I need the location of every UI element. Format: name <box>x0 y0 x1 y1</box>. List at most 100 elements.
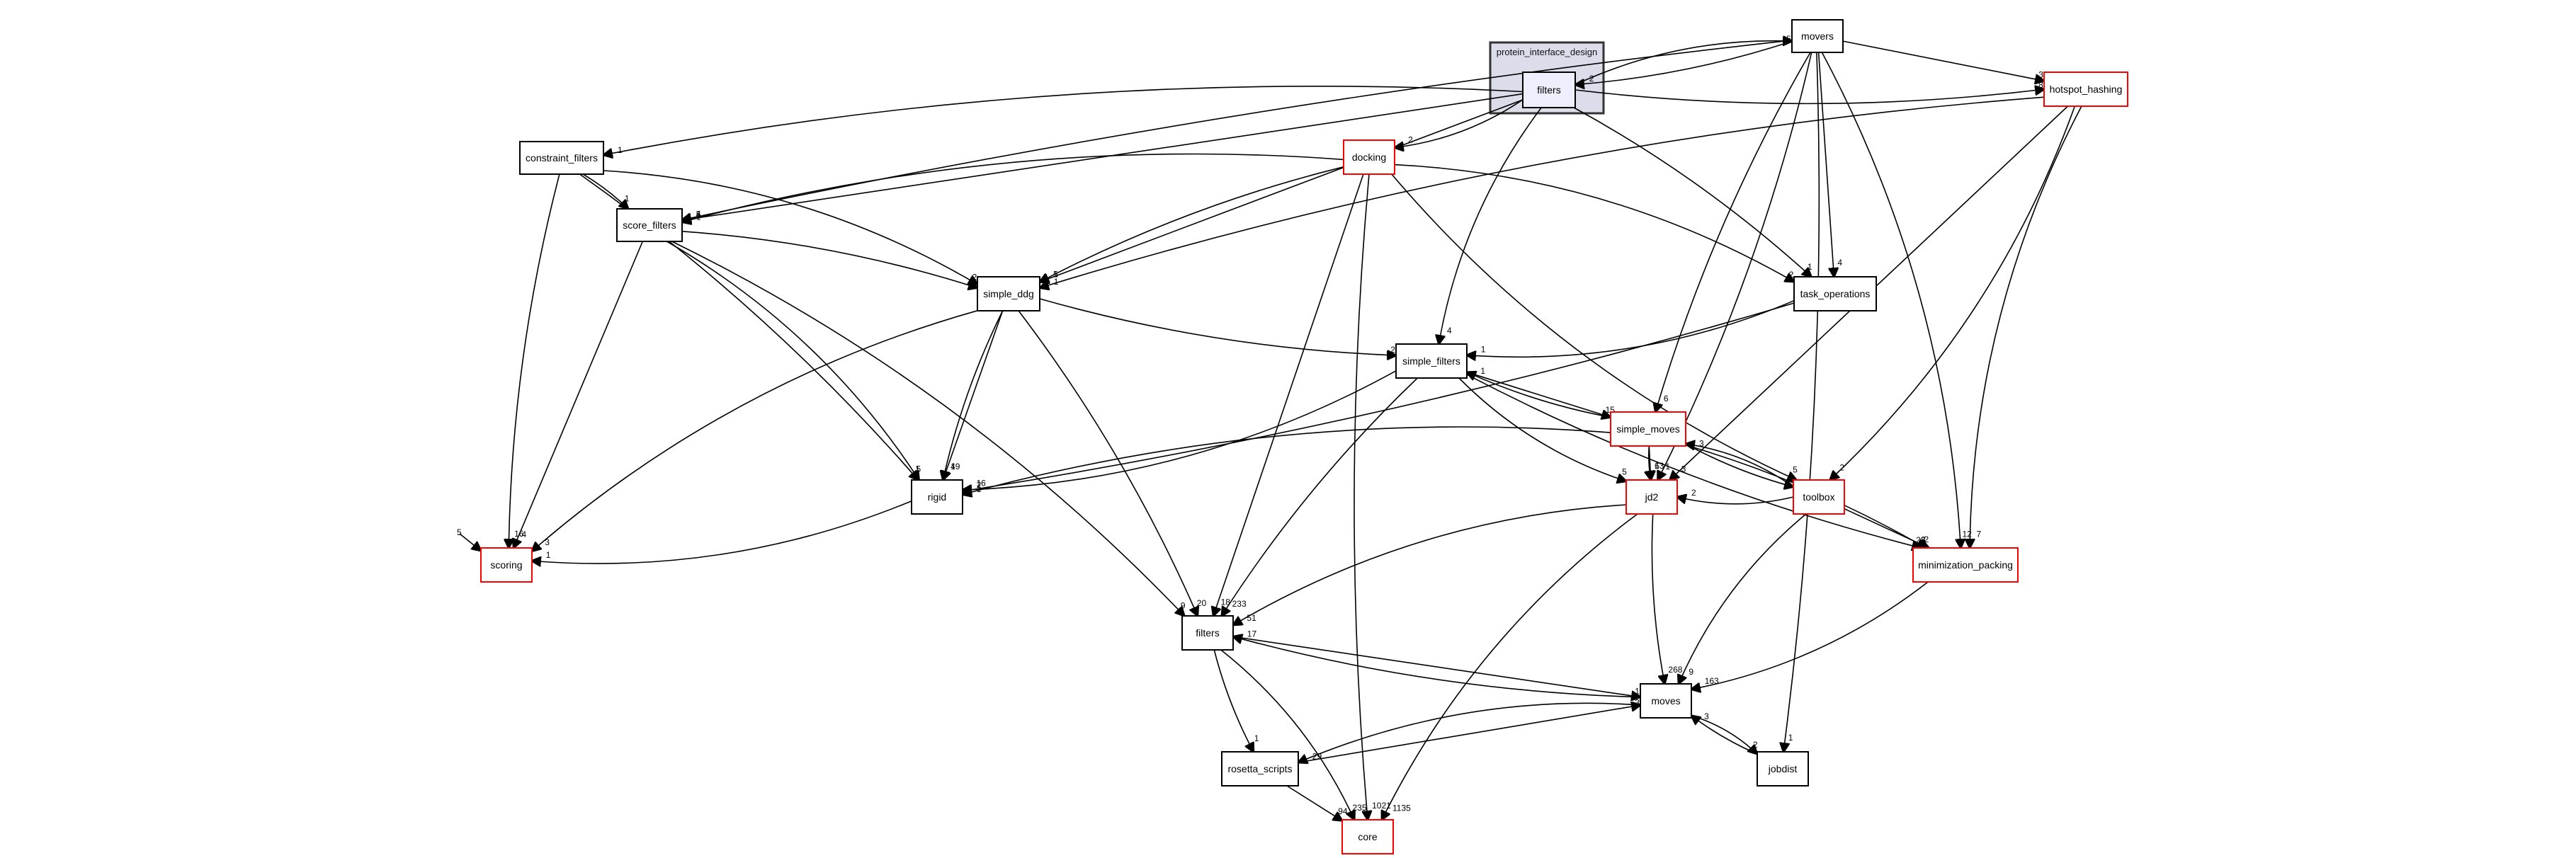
edge-moves-to-rosetta-scripts[interactable] <box>1298 702 1641 762</box>
edge-rosetta-scripts-to-moves[interactable] <box>1298 705 1640 763</box>
edge-filters-pid-to-movers[interactable] <box>1574 41 1792 86</box>
node-box[interactable] <box>480 547 533 583</box>
node-box[interactable] <box>1181 615 1234 651</box>
edge-docking-to-task-operations[interactable] <box>1394 164 1794 282</box>
node-simple-ddg[interactable]: simple_ddg <box>977 276 1040 311</box>
node-hotspot-hashing[interactable]: hotspot_hashing <box>2043 72 2128 107</box>
node-box[interactable] <box>1522 72 1576 108</box>
node-moves[interactable]: moves <box>1640 683 1692 719</box>
node-docking[interactable]: docking <box>1343 139 1395 175</box>
node-box[interactable] <box>977 276 1040 311</box>
edge-docking-to-simple-ddg[interactable] <box>1040 166 1344 282</box>
edge-movers-to-filters-pid[interactable] <box>1575 40 1793 84</box>
node-filters[interactable]: filters <box>1181 615 1234 651</box>
node-box[interactable] <box>1640 683 1692 719</box>
edge-movers-to-score-filters[interactable] <box>682 40 1793 220</box>
node-box[interactable] <box>1793 479 1845 515</box>
node-task-operations[interactable]: task_operations <box>1793 276 1877 311</box>
edge-constraint-filters-to-score-filters[interactable] <box>582 173 628 209</box>
node-box[interactable] <box>2043 72 2128 107</box>
node-movers[interactable]: movers <box>1791 19 1844 53</box>
edge-simple-ddg-to-rigid[interactable] <box>943 310 1004 480</box>
node-box[interactable] <box>1757 751 1809 786</box>
node-box[interactable] <box>1221 751 1299 786</box>
edge-movers-to-jobdist[interactable] <box>1783 52 1820 752</box>
edge-filters-pid-to-simple-ddg[interactable] <box>1040 99 1524 282</box>
node-constraint-filters[interactable]: constraint_filters <box>519 141 604 175</box>
edge-movers-to-task-operations[interactable] <box>1817 52 1834 277</box>
edge-docking-to-score-filters[interactable] <box>682 153 1344 222</box>
edge-moves-to-filters[interactable] <box>1233 636 1641 698</box>
edge-simple-moves-to-simple-filters[interactable] <box>1467 372 1611 418</box>
edge-movers-to-hotspot-hashing[interactable] <box>1842 40 2044 81</box>
edge-filters-pid-to-hotspot-hashing[interactable] <box>1574 89 2044 105</box>
edge-score-filters-to-simple-ddg[interactable] <box>681 231 977 288</box>
edge-filters-pid-to-score-filters[interactable] <box>682 93 1524 221</box>
edge-simple-filters-to-rigid[interactable] <box>963 370 1397 490</box>
edge-simple-ddg-to-scoring[interactable] <box>532 310 978 551</box>
edge[interactable] <box>459 533 481 551</box>
edge-filters-pid-to-task-operations[interactable] <box>1573 107 1811 277</box>
edge-simple-filters-to-jd2[interactable] <box>1458 377 1626 481</box>
node-filters-pid[interactable]: filters <box>1522 72 1576 108</box>
node-box[interactable] <box>1625 479 1678 515</box>
edge-toolbox-to-jd2[interactable] <box>1677 497 1794 505</box>
edge-docking-to-toolbox[interactable] <box>1391 173 1797 480</box>
node-box[interactable] <box>616 208 683 242</box>
edge-hotspot-hashing-to-minimization-packing[interactable] <box>1970 105 2082 548</box>
edge-simple-filters-to-minimization-packing[interactable] <box>1466 374 1921 548</box>
node-box[interactable] <box>519 141 604 175</box>
edge-filters-pid-to-simple-filters[interactable] <box>1439 107 1542 344</box>
edge-rigid-to-scoring[interactable] <box>532 500 912 564</box>
edge-toolbox-to-simple-moves[interactable] <box>1686 444 1794 488</box>
edge-toolbox-to-moves[interactable] <box>1679 513 1807 684</box>
edge-jd2-to-core[interactable] <box>1382 513 1638 820</box>
edge-jobdist-to-moves[interactable] <box>1691 716 1758 755</box>
node-jd2[interactable]: jd2 <box>1625 479 1678 515</box>
node-scoring[interactable]: scoring <box>480 547 533 583</box>
node-box[interactable] <box>911 479 963 515</box>
node-box[interactable] <box>1395 343 1468 379</box>
node-toolbox[interactable]: toolbox <box>1793 479 1845 515</box>
edge-simple-filters-to-simple-moves[interactable] <box>1466 371 1611 418</box>
edge-hotspot-hashing-to-toolbox[interactable] <box>1830 105 2076 480</box>
edge-simple-moves-to-rigid[interactable] <box>963 426 1611 495</box>
edge-docking-to-filters[interactable] <box>1213 173 1364 616</box>
node-box[interactable] <box>1610 411 1686 447</box>
edge-docking-to-core[interactable] <box>1354 173 1369 820</box>
edge-filters-to-core[interactable] <box>1220 649 1354 820</box>
node-box[interactable] <box>1912 547 2019 583</box>
node-box[interactable] <box>1341 819 1394 854</box>
node-minimization-packing[interactable]: minimization_packing <box>1912 547 2019 583</box>
edge-simple-ddg-to-filters[interactable] <box>1018 310 1198 616</box>
edge-rosetta-scripts-to-core[interactable] <box>1286 785 1342 820</box>
node-core[interactable]: core <box>1341 819 1394 854</box>
edge-simple-filters-to-filters[interactable] <box>1222 377 1418 616</box>
edge-simple-moves-to-toolbox[interactable] <box>1685 443 1793 487</box>
edge-movers-to-minimization-packing[interactable] <box>1821 52 1961 548</box>
edge-score-filters-to-scoring[interactable] <box>514 241 644 548</box>
edge-simple-moves-to-jd2[interactable] <box>1649 445 1651 480</box>
node-rosetta-scripts[interactable]: rosetta_scripts <box>1221 751 1299 786</box>
edge-score-filters-to-rigid[interactable] <box>666 241 919 480</box>
edge-movers-to-simple-moves[interactable] <box>1655 52 1811 412</box>
node-score-filters[interactable]: score_filters <box>616 208 683 242</box>
edge-hotspot-hashing-to-simple-ddg[interactable] <box>1040 96 2045 287</box>
edge-task-operations-to-rigid[interactable] <box>963 302 1795 491</box>
node-simple-moves[interactable]: simple_moves <box>1610 411 1686 447</box>
edge-simple-ddg-to-rigid[interactable] <box>943 310 1004 480</box>
edge-score-filters-to-filters[interactable] <box>671 241 1185 616</box>
edge-constraint-filters-to-simple-ddg[interactable] <box>603 170 977 285</box>
node-box[interactable] <box>1791 19 1844 53</box>
edge-task-operations-to-simple-filters[interactable] <box>1467 299 1795 358</box>
edge-minimization-packing-to-moves[interactable] <box>1691 581 1929 690</box>
edge-filters-to-moves[interactable] <box>1232 636 1640 697</box>
edge-filters-pid-to-docking[interactable] <box>1395 99 1524 148</box>
edge-constraint-filters-to-scoring[interactable] <box>509 173 560 548</box>
node-box[interactable] <box>1793 276 1877 311</box>
edge-filters-pid-to-constraint-filters[interactable] <box>603 85 1524 155</box>
node-simple-filters[interactable]: simple_filters <box>1395 343 1468 379</box>
node-jobdist[interactable]: jobdist <box>1757 751 1809 786</box>
edge-moves-to-jobdist[interactable] <box>1691 715 1757 754</box>
edge-jd2-to-moves[interactable] <box>1651 513 1664 684</box>
